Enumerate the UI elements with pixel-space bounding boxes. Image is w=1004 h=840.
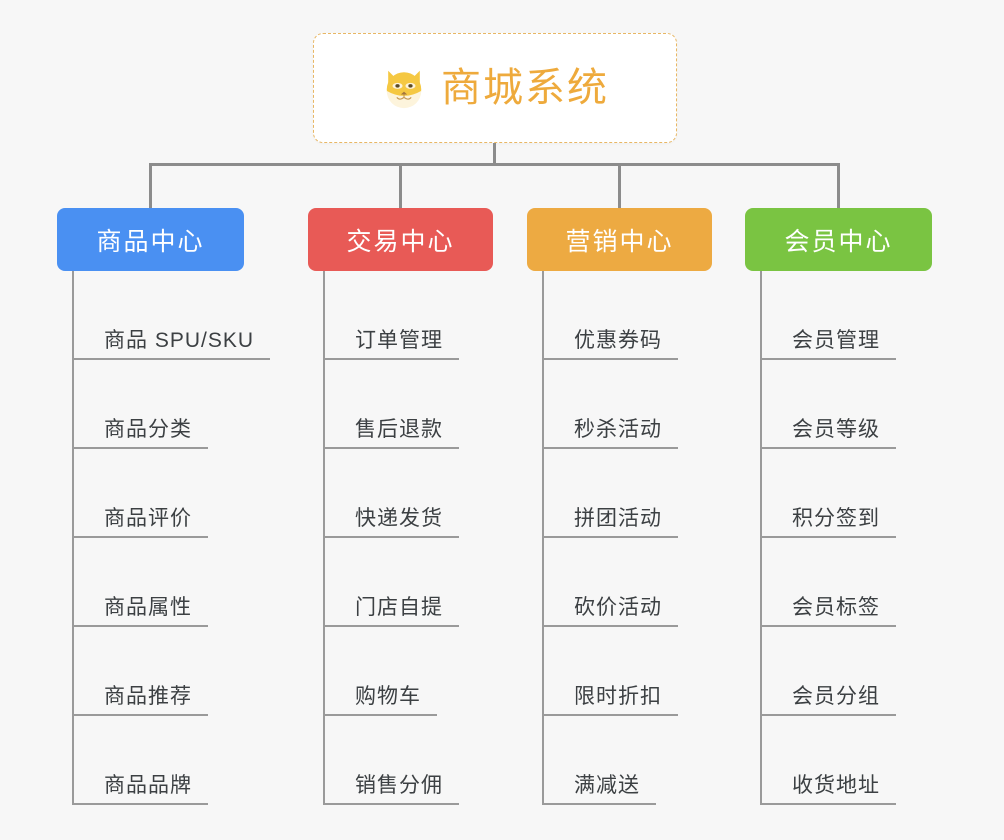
list-item[interactable]: 优惠券码	[544, 271, 712, 360]
item-list-marketing: 优惠券码 秒杀活动 拼团活动 砍价活动 限时折扣 满减送	[542, 271, 712, 805]
item-label: 商品属性	[74, 596, 208, 627]
connector-drop-trade	[399, 163, 402, 209]
category-label: 交易中心	[346, 227, 455, 256]
list-item[interactable]: 会员等级	[762, 360, 932, 449]
branch-trade-center: 交易中心 订单管理 售后退款 快递发货 门店自提 购物车 销售分佣	[308, 208, 493, 805]
branch-member-center: 会员中心 会员管理 会员等级 积分签到 会员标签 会员分组 收货地址	[745, 208, 932, 805]
list-item[interactable]: 会员标签	[762, 538, 932, 627]
category-label: 会员中心	[784, 227, 893, 256]
list-item[interactable]: 商品评价	[74, 449, 270, 538]
root-node[interactable]: 商城系统	[313, 33, 677, 143]
connector-drop-market	[618, 163, 621, 209]
category-header-member[interactable]: 会员中心	[745, 208, 932, 271]
item-label: 会员分组	[762, 685, 896, 716]
list-item[interactable]: 售后退款	[325, 360, 493, 449]
item-label: 会员管理	[762, 329, 896, 360]
list-item[interactable]: 订单管理	[325, 271, 493, 360]
item-label: 拼团活动	[544, 507, 678, 538]
list-item[interactable]: 积分签到	[762, 449, 932, 538]
connector-drop-product	[149, 163, 152, 209]
item-label: 满减送	[544, 774, 656, 805]
shiba-dog-icon	[381, 65, 427, 111]
item-label: 限时折扣	[544, 685, 678, 716]
category-label: 商品中心	[96, 227, 205, 256]
item-label: 会员等级	[762, 418, 896, 449]
item-list-trade: 订单管理 售后退款 快递发货 门店自提 购物车 销售分佣	[323, 271, 493, 805]
item-label: 收货地址	[762, 774, 896, 805]
item-label: 订单管理	[325, 329, 459, 360]
list-item[interactable]: 销售分佣	[325, 716, 493, 805]
connector-horizontal-bus	[149, 163, 840, 166]
list-item[interactable]: 限时折扣	[544, 627, 712, 716]
list-item[interactable]: 快递发货	[325, 449, 493, 538]
item-label: 商品 SPU/SKU	[74, 329, 271, 360]
connector-root-stem	[493, 143, 496, 164]
item-label: 秒杀活动	[544, 418, 678, 449]
branch-product-center: 商品中心 商品 SPU/SKU 商品分类 商品评价 商品属性 商品推荐 商品品牌	[57, 208, 271, 805]
list-item[interactable]: 会员分组	[762, 627, 932, 716]
list-item[interactable]: 商品属性	[74, 538, 270, 627]
root-title: 商城系统	[441, 66, 609, 110]
category-header-product[interactable]: 商品中心	[57, 208, 244, 271]
item-label: 销售分佣	[325, 774, 459, 805]
list-item[interactable]: 会员管理	[762, 271, 932, 360]
item-label: 购物车	[325, 685, 437, 716]
root-node-content: 商城系统	[381, 65, 609, 111]
item-label: 优惠券码	[544, 329, 678, 360]
connector-drop-member	[837, 163, 840, 209]
branch-marketing-center: 营销中心 优惠券码 秒杀活动 拼团活动 砍价活动 限时折扣 满减送	[527, 208, 712, 805]
item-label: 商品分类	[74, 418, 208, 449]
category-header-trade[interactable]: 交易中心	[308, 208, 493, 271]
item-label: 快递发货	[325, 507, 459, 538]
list-item[interactable]: 砍价活动	[544, 538, 712, 627]
list-item[interactable]: 拼团活动	[544, 449, 712, 538]
category-label: 营销中心	[565, 227, 674, 256]
category-header-marketing[interactable]: 营销中心	[527, 208, 712, 271]
item-label: 砍价活动	[544, 596, 678, 627]
list-item[interactable]: 满减送	[544, 716, 712, 805]
item-list-member: 会员管理 会员等级 积分签到 会员标签 会员分组 收货地址	[760, 271, 932, 805]
list-item[interactable]: 商品品牌	[74, 716, 270, 805]
list-item[interactable]: 门店自提	[325, 538, 493, 627]
list-item[interactable]: 收货地址	[762, 716, 932, 805]
list-item[interactable]: 购物车	[325, 627, 493, 716]
list-item[interactable]: 秒杀活动	[544, 360, 712, 449]
list-item[interactable]: 商品推荐	[74, 627, 270, 716]
item-label: 商品推荐	[74, 685, 208, 716]
list-item[interactable]: 商品 SPU/SKU	[74, 271, 271, 360]
item-label: 商品评价	[74, 507, 208, 538]
item-label: 商品品牌	[74, 774, 208, 805]
item-label: 会员标签	[762, 596, 896, 627]
item-label: 门店自提	[325, 596, 459, 627]
item-list-product: 商品 SPU/SKU 商品分类 商品评价 商品属性 商品推荐 商品品牌	[72, 271, 271, 805]
item-label: 积分签到	[762, 507, 896, 538]
item-label: 售后退款	[325, 418, 459, 449]
list-item[interactable]: 商品分类	[74, 360, 270, 449]
